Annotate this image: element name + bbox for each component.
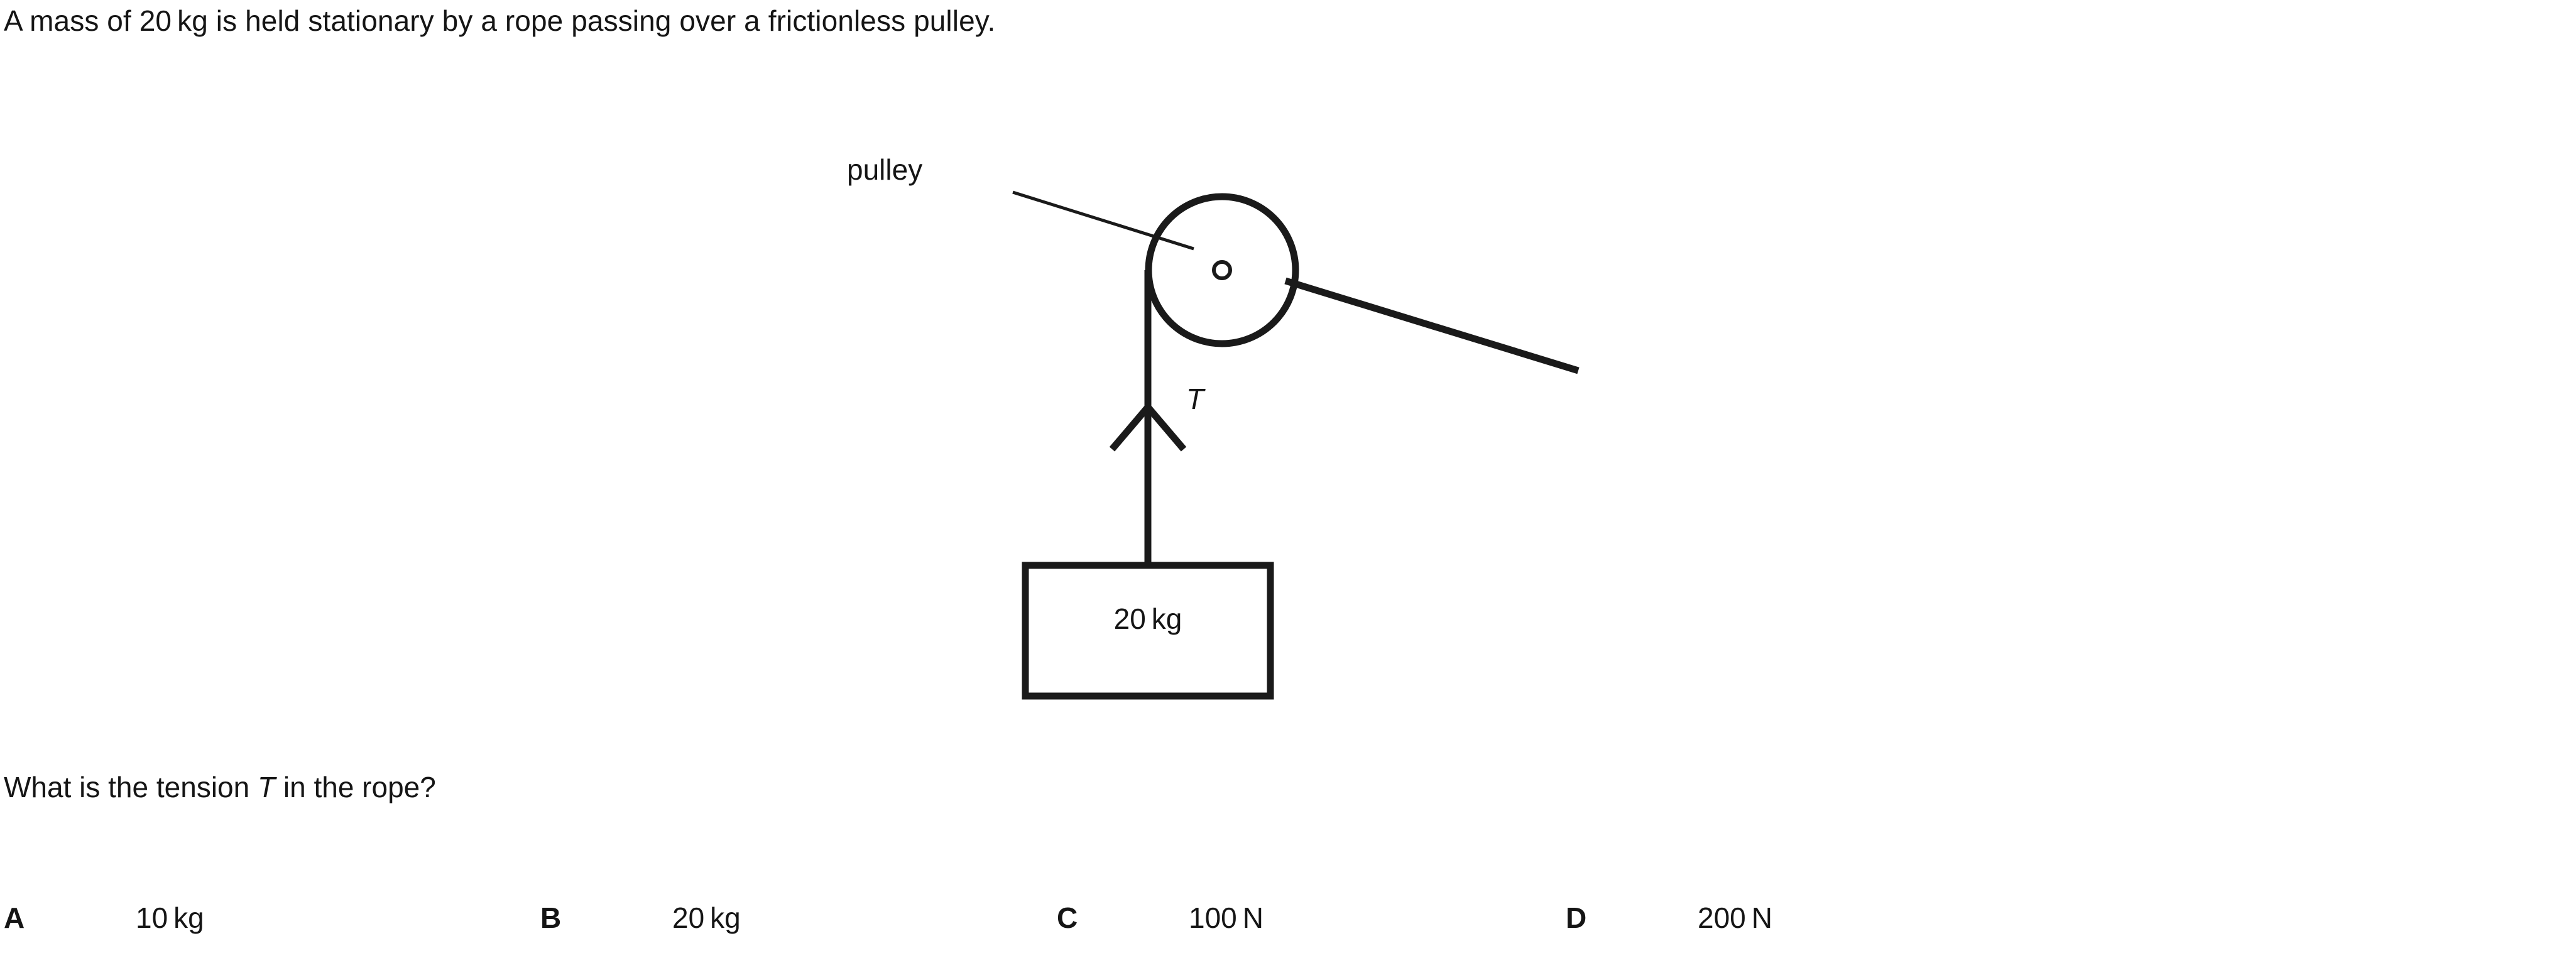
option-b-unit: kg [710, 901, 741, 934]
option-a-value: 10 [136, 901, 168, 934]
question-symbol: T [257, 771, 276, 803]
mass-value: 20 [1113, 602, 1146, 635]
option-c-letter: C [1057, 901, 1078, 934]
stem-text-part1: A mass of 20 [4, 4, 172, 37]
question-prompt: What is the tension T in the rope? [4, 770, 436, 804]
pulley-wheel [1145, 193, 1299, 347]
pulley-leader-line [1012, 190, 1194, 251]
pulley-diagram [0, 126, 2576, 729]
pulley-axle [1212, 260, 1232, 280]
pulley-label: pulley [847, 153, 923, 186]
option-c-unit: N [1242, 901, 1263, 934]
question-suffix: in the rope? [275, 771, 436, 803]
option-b-letter: B [540, 901, 562, 934]
option-d-unit: N [1751, 901, 1772, 934]
mass-box [1022, 562, 1274, 700]
stem-unit-kg: kg [177, 4, 208, 37]
tension-symbol-label: T [1186, 383, 1204, 415]
option-d-letter: D [1566, 901, 1587, 934]
question-prefix: What is the tension [4, 771, 258, 803]
rope-diagonal-segment [1284, 277, 1580, 374]
option-a-unit: kg [173, 901, 204, 934]
option-d-value: 200 [1698, 901, 1746, 934]
tension-arrowhead [1109, 405, 1187, 452]
option-a-letter: A [4, 901, 25, 934]
mass-unit: kg [1151, 602, 1182, 635]
option-b-value: 20 [672, 901, 705, 934]
option-c-value: 100 [1189, 901, 1237, 934]
stem-text-part2: is held stationary by a rope passing ove… [207, 4, 996, 37]
